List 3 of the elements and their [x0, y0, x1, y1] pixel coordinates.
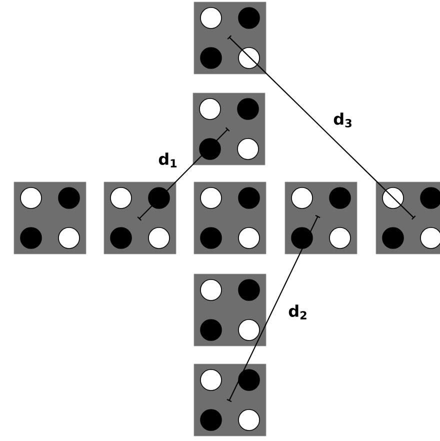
- distance-label: d$_{2}$: [288, 304, 306, 320]
- distance-label: d$_{3}$: [334, 112, 352, 128]
- distance-label: d$_{1}$: [158, 152, 177, 168]
